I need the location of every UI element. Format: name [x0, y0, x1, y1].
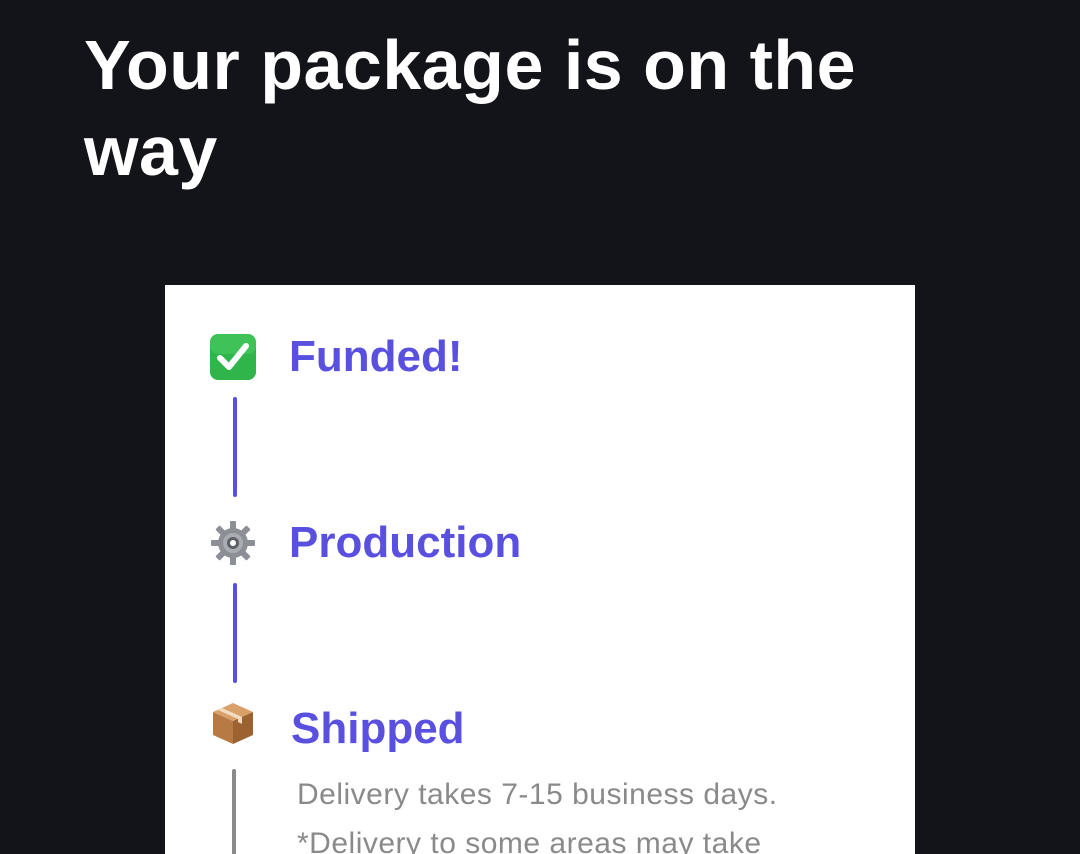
- gear-icon: [209, 519, 257, 567]
- delivery-footnote: *Delivery to some areas may take: [297, 827, 762, 854]
- timeline-connector: [233, 397, 237, 497]
- step-label-shipped: Shipped: [291, 704, 465, 753]
- step-label-funded: Funded!: [289, 332, 463, 381]
- delivery-time-note: Delivery takes 7-15 business days.: [297, 778, 778, 811]
- step-label-production: Production: [289, 518, 522, 567]
- tracking-timeline-card: Funded!: [165, 285, 915, 854]
- page-title: Your package is on the way: [84, 26, 857, 190]
- package-icon: [209, 699, 257, 747]
- timeline-connector: [233, 583, 237, 683]
- timeline-connector-pending: [232, 769, 236, 854]
- check-mark-button-icon: [209, 333, 257, 381]
